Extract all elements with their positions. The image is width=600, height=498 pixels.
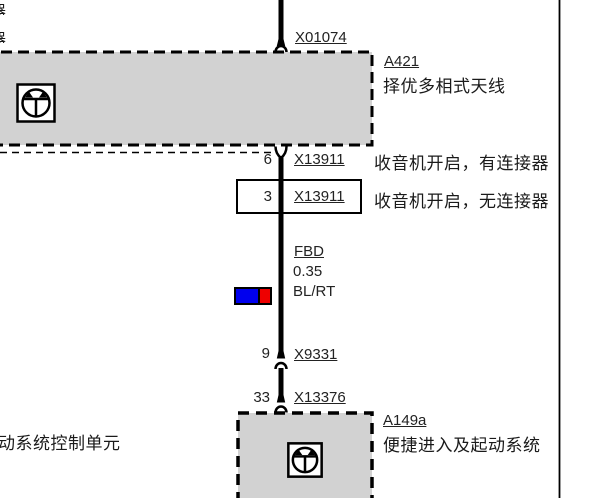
female-connector-arc-x9331 [274, 361, 288, 370]
component-name-a149a: 便捷进入及起动系统 [383, 436, 541, 455]
clipped-label-top-1: 器 [0, 0, 7, 15]
clipped-label-top-2: 器 [0, 28, 7, 43]
connector-link-x13911-b[interactable]: X13911 [294, 188, 345, 205]
wire-color-swatch-red [258, 287, 272, 305]
wire-color-code: BL/RT [293, 283, 336, 300]
control-unit-icon [16, 83, 56, 123]
connector-link-x13911-a[interactable]: X13911 [294, 151, 345, 168]
pin-number-3: 3 [263, 188, 272, 205]
connector-note-with-connector: 收音机开启，有连接器 [374, 154, 549, 173]
wire-color-swatch-blue [234, 287, 272, 305]
component-box-a421 [0, 50, 374, 147]
connector-link-x13376[interactable]: X13376 [294, 389, 346, 406]
wire-segment-top [274, 0, 288, 53]
component-link-a421[interactable]: A421 [384, 53, 420, 70]
connector-note-without-connector: 收音机开启，无连接器 [374, 192, 549, 211]
clipped-component-name-bottom-left: 动系统控制单元 [0, 434, 121, 453]
wire-cross-section: 0.35 [293, 263, 323, 280]
wire-segment-middle [274, 146, 288, 370]
female-connector-arc-x13376 [274, 405, 288, 413]
control-unit-icon [287, 442, 323, 478]
pin-number-6: 6 [263, 151, 272, 168]
connector-link-x9331[interactable]: X9331 [294, 346, 338, 363]
wire-segment-bottom [274, 368, 288, 413]
female-connector-arc-x01074 [274, 44, 288, 53]
connector-link-x01074[interactable]: X01074 [295, 29, 347, 46]
component-link-a149a[interactable]: A149a [383, 412, 427, 429]
connection-box-x13911-3 [236, 179, 362, 214]
pin-number-9: 9 [261, 345, 270, 362]
circuit-link-fbd[interactable]: FBD [294, 243, 324, 260]
pin-number-33: 33 [253, 389, 270, 406]
component-name-a421: 择优多相式天线 [383, 77, 506, 96]
